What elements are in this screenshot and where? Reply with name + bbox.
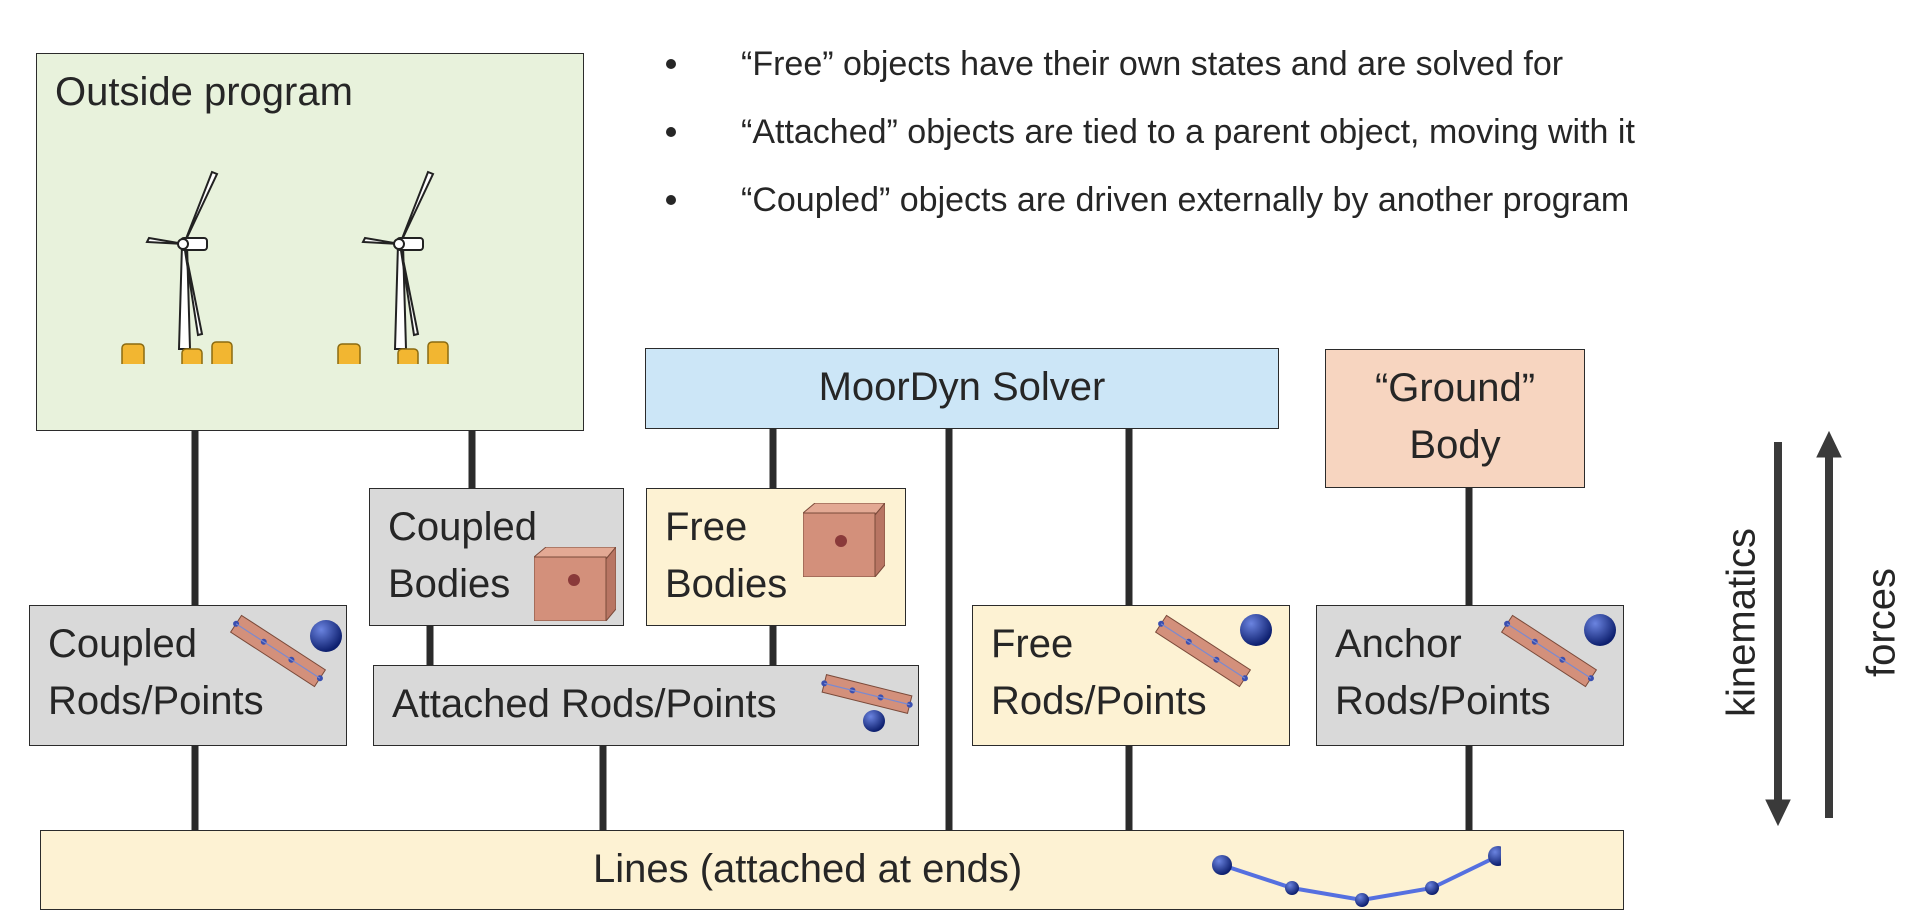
cube-body-icon <box>803 503 885 577</box>
free-rods-points-label: Free Rods/Points <box>991 622 1207 723</box>
free-rods-points-box: Free Rods/Points <box>972 605 1290 746</box>
mooring-line-icon <box>1212 846 1501 907</box>
anchor-rods-points-box: Anchor Rods/Points <box>1316 605 1624 746</box>
lines-box: Lines (attached at ends) <box>40 830 1624 910</box>
outside-program-box: Outside program <box>36 53 584 431</box>
bullet-item: “Free” objects have their own states and… <box>665 30 1635 98</box>
kinematics-label: kinematics <box>1719 528 1764 717</box>
coupled-rods-points-label: Coupled Rods/Points <box>48 622 264 723</box>
ground-body-label: “Ground” Body <box>1374 366 1536 467</box>
bullet-item: “Attached” objects are tied to a parent … <box>665 98 1635 166</box>
bullet-text: “Free” objects have their own states and… <box>741 45 1564 83</box>
outside-program-label: Outside program <box>55 70 353 114</box>
point-sphere-icon <box>1240 614 1272 646</box>
bullet-list: “Free” objects have their own states and… <box>665 30 1635 234</box>
coupled-bodies-box: Coupled Bodies <box>369 488 624 626</box>
rod-icon <box>1500 614 1598 688</box>
anchor-rods-points-label: Anchor Rods/Points <box>1335 622 1551 723</box>
rod-icon <box>229 614 327 688</box>
moordyn-solver-box: MoorDyn Solver <box>645 348 1279 429</box>
bullet-item: “Coupled” objects are driven externally … <box>665 166 1635 234</box>
point-sphere-icon <box>310 620 342 652</box>
point-sphere-icon <box>1584 614 1616 646</box>
attached-rods-points-label: Attached Rods/Points <box>392 682 777 726</box>
bullet-text: “Coupled” objects are driven externally … <box>741 181 1630 219</box>
rod-icon <box>821 674 913 714</box>
wind-turbine-icon <box>337 170 449 364</box>
moordyn-solver-label: MoorDyn Solver <box>818 365 1106 409</box>
bullet-text: “Attached” objects are tied to a parent … <box>741 113 1635 151</box>
wind-turbine-icon <box>121 170 233 364</box>
point-sphere-icon <box>863 710 885 732</box>
coupled-bodies-label: Coupled Bodies <box>388 505 538 606</box>
coupled-rods-points-box: Coupled Rods/Points <box>29 605 347 746</box>
attached-rods-points-box: Attached Rods/Points <box>373 665 919 746</box>
free-bodies-label: Free Bodies <box>665 505 788 606</box>
forces-label: forces <box>1859 568 1904 677</box>
lines-label: Lines (attached at ends) <box>593 847 1023 891</box>
ground-body-box: “Ground” Body <box>1325 349 1585 488</box>
cube-body-icon <box>534 547 616 621</box>
free-bodies-box: Free Bodies <box>646 488 906 626</box>
rod-icon <box>1154 614 1252 688</box>
